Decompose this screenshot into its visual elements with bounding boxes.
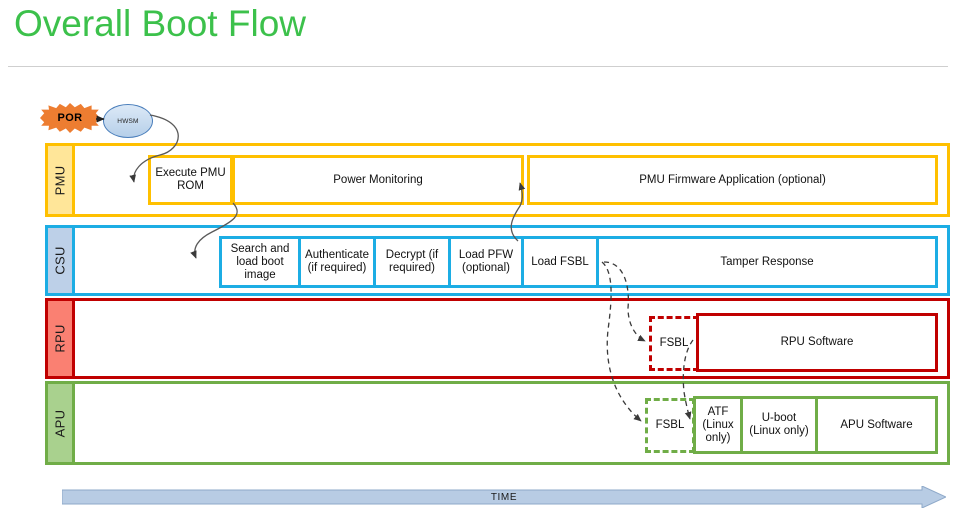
- block-label: Decrypt (if required): [385, 249, 439, 274]
- time-arrow-shape: [61, 485, 948, 509]
- block-label: U-boot (Linux only): [749, 412, 809, 437]
- por-starburst: POR: [40, 103, 100, 133]
- block-label: PMU Firmware Application (optional): [639, 173, 826, 186]
- block-label: Load PFW (optional): [458, 249, 514, 274]
- block-label: Execute PMU ROM: [155, 167, 226, 192]
- block-label: FSBL: [655, 419, 685, 431]
- block-authenticate[interactable]: Authenticate (if required): [298, 236, 376, 288]
- block-label: Load FSBL: [531, 255, 589, 268]
- row-label-rpu: RPU: [48, 301, 75, 376]
- hwsm-ellipse: HWSM: [103, 104, 153, 138]
- block-label: FSBL: [659, 337, 689, 349]
- row-label-apu-text: APU: [52, 409, 68, 437]
- block-apu-fsbl[interactable]: FSBL: [645, 398, 695, 453]
- block-apu-software[interactable]: APU Software: [815, 396, 938, 454]
- page-title: Overall Boot Flow: [14, 3, 306, 44]
- block-load-pfw[interactable]: Load PFW (optional): [448, 236, 524, 288]
- block-decrypt[interactable]: Decrypt (if required): [373, 236, 451, 288]
- row-label-apu: APU: [48, 384, 75, 462]
- time-axis-arrow: TIME: [61, 485, 948, 509]
- por-label: POR: [57, 112, 83, 124]
- row-label-csu: CSU: [48, 228, 75, 293]
- block-search-and-load-boot-image[interactable]: Search and load boot image: [219, 236, 301, 288]
- block-label: Search and load boot image: [230, 242, 290, 281]
- block-label: ATF (Linux only): [702, 405, 734, 444]
- hwsm-label: HWSM: [117, 117, 139, 125]
- row-label-pmu-text: PMU: [52, 165, 68, 195]
- block-load-fsbl[interactable]: Load FSBL: [521, 236, 599, 288]
- block-u-boot[interactable]: U-boot (Linux only): [740, 396, 818, 454]
- block-label: Tamper Response: [720, 255, 814, 268]
- block-tamper-response[interactable]: Tamper Response: [596, 236, 938, 288]
- block-power-monitoring[interactable]: Power Monitoring: [232, 155, 524, 205]
- row-label-pmu: PMU: [48, 146, 75, 214]
- block-label: Power Monitoring: [333, 173, 423, 186]
- row-label-csu-text: CSU: [52, 246, 68, 275]
- block-rpu-fsbl[interactable]: FSBL: [649, 316, 699, 371]
- block-label: Authenticate (if required): [305, 249, 369, 274]
- block-execute-pmu-rom[interactable]: Execute PMU ROM: [148, 155, 233, 205]
- block-atf[interactable]: ATF (Linux only): [693, 396, 743, 454]
- block-pmu-firmware-application[interactable]: PMU Firmware Application (optional): [527, 155, 938, 205]
- row-label-rpu-text: RPU: [52, 324, 68, 353]
- block-label: APU Software: [840, 418, 913, 431]
- time-axis-label: TIME: [490, 491, 518, 503]
- block-label: RPU Software: [780, 336, 854, 348]
- block-rpu-software[interactable]: RPU Software: [696, 313, 938, 372]
- title-divider: [8, 66, 948, 67]
